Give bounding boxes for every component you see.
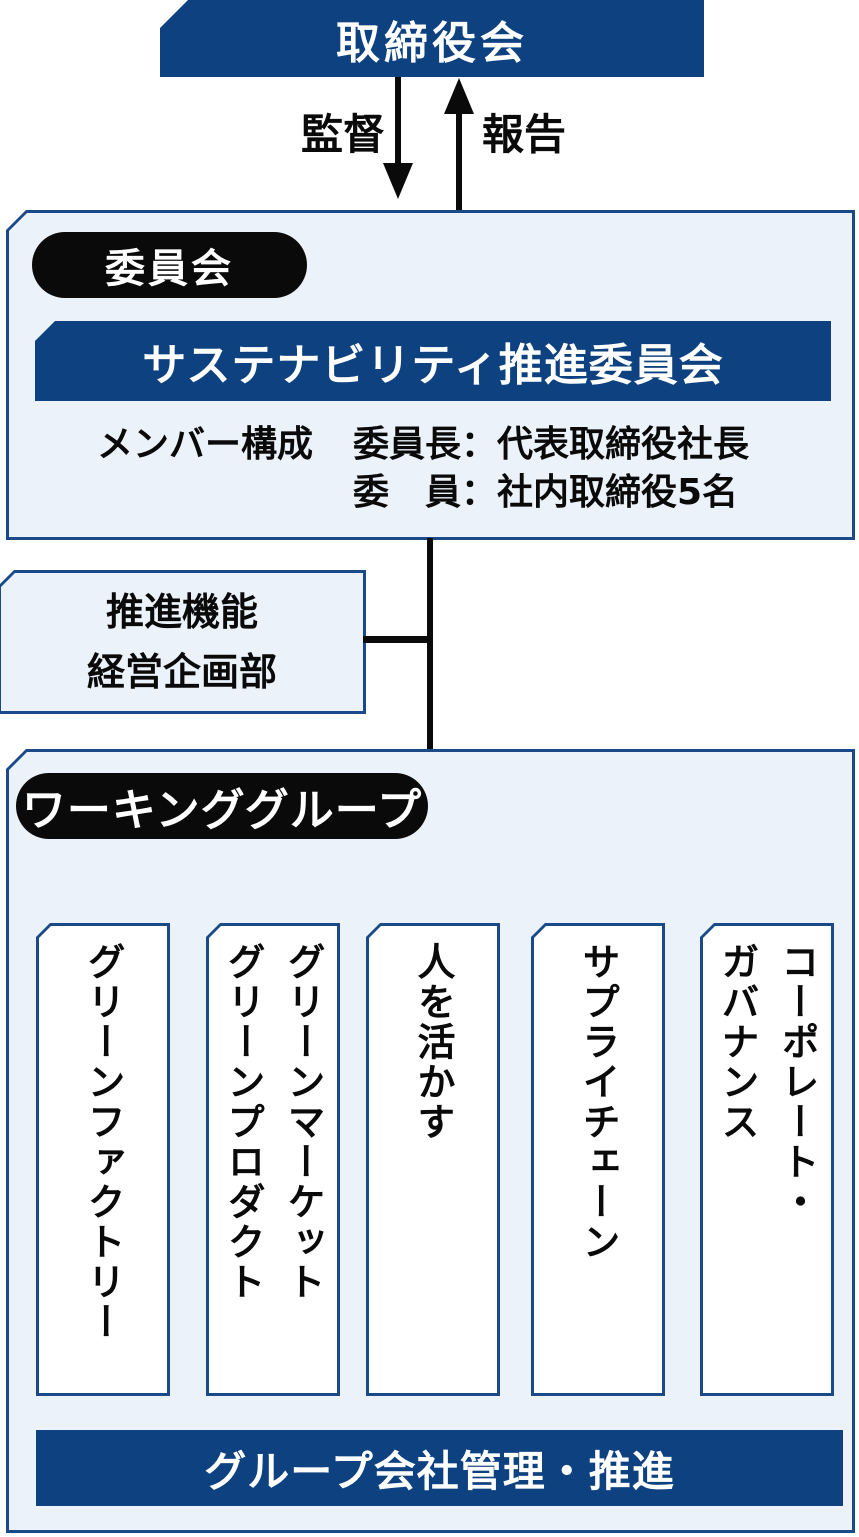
report-label: 報告 <box>482 110 567 159</box>
promotion-function-box: 推進機能 経営企画部 <box>0 570 366 714</box>
supervision-arrow-line <box>395 77 401 165</box>
group-footer-label: グループ会社管理・推進 <box>204 1446 675 1496</box>
member-line-chair: 委員長：代表取締役社長 <box>353 424 750 465</box>
working-group-body: ワーキンググループ グリーンファクトリー グリーンマーケット グリーンプロダクト <box>9 752 852 1530</box>
member-composition-label: メンバー構成 <box>97 424 314 465</box>
report-arrowhead-icon <box>444 78 474 114</box>
board-of-directors-box: 取締役会 <box>160 0 704 77</box>
group-box-label: 人を活かす <box>411 942 455 1142</box>
working-group-section: ワーキンググループ グリーンファクトリー グリーンマーケット グリーンプロダクト <box>6 749 855 1533</box>
group-box-label: サプライチェーン <box>576 942 620 1262</box>
connector-promotion-link <box>363 636 429 643</box>
promotion-function-label: 推進機能 <box>105 590 258 634</box>
group-box-corporate-governance: コーポレート・ ガバナンス <box>700 923 834 1396</box>
member-line-members: 委 員：社内取締役5名 <box>353 472 739 513</box>
group-box-green-market-product: グリーンマーケット グリーンプロダクト <box>206 923 340 1396</box>
committee-tag-label: 委員会 <box>105 246 234 292</box>
group-box-label: グリーンマーケット グリーンプロダクト <box>221 942 325 1302</box>
working-group-tag-label: ワーキンググループ <box>21 785 423 836</box>
member-composition-lines: 委員長：代表取締役社長 委 員：社内取締役5名 <box>353 421 749 517</box>
group-box-label: グリーンファクトリー <box>81 942 125 1342</box>
supervision-label: 監督 <box>300 110 385 159</box>
group-box-supply-chain: サプライチェーン <box>531 923 665 1396</box>
committee-section-body: 委員会 サステナビリティ推進委員会 メンバー構成 委員長：代表取締役社長 委 員… <box>9 213 852 537</box>
group-box-people: 人を活かす <box>366 923 500 1396</box>
report-arrow-line <box>456 112 462 210</box>
group-footer-bar: グループ会社管理・推進 <box>36 1430 843 1506</box>
promotion-department-label: 経営企画部 <box>86 650 277 694</box>
connector-vertical-main <box>427 538 433 888</box>
group-box-label: コーポレート・ ガバナンス <box>715 942 819 1222</box>
committee-section: 委員会 サステナビリティ推進委員会 メンバー構成 委員長：代表取締役社長 委 員… <box>6 210 855 540</box>
committee-tag: 委員会 <box>32 232 307 298</box>
board-of-directors-label: 取締役会 <box>336 17 528 69</box>
sustainability-committee-box: サステナビリティ推進委員会 <box>35 321 831 401</box>
group-box-green-factory: グリーンファクトリー <box>36 923 170 1396</box>
promotion-function-body: 推進機能 経営企画部 <box>1 573 363 711</box>
working-group-tag: ワーキンググループ <box>16 773 428 839</box>
supervision-arrowhead-icon <box>383 163 413 199</box>
sustainability-committee-title: サステナビリティ推進委員会 <box>142 340 724 391</box>
